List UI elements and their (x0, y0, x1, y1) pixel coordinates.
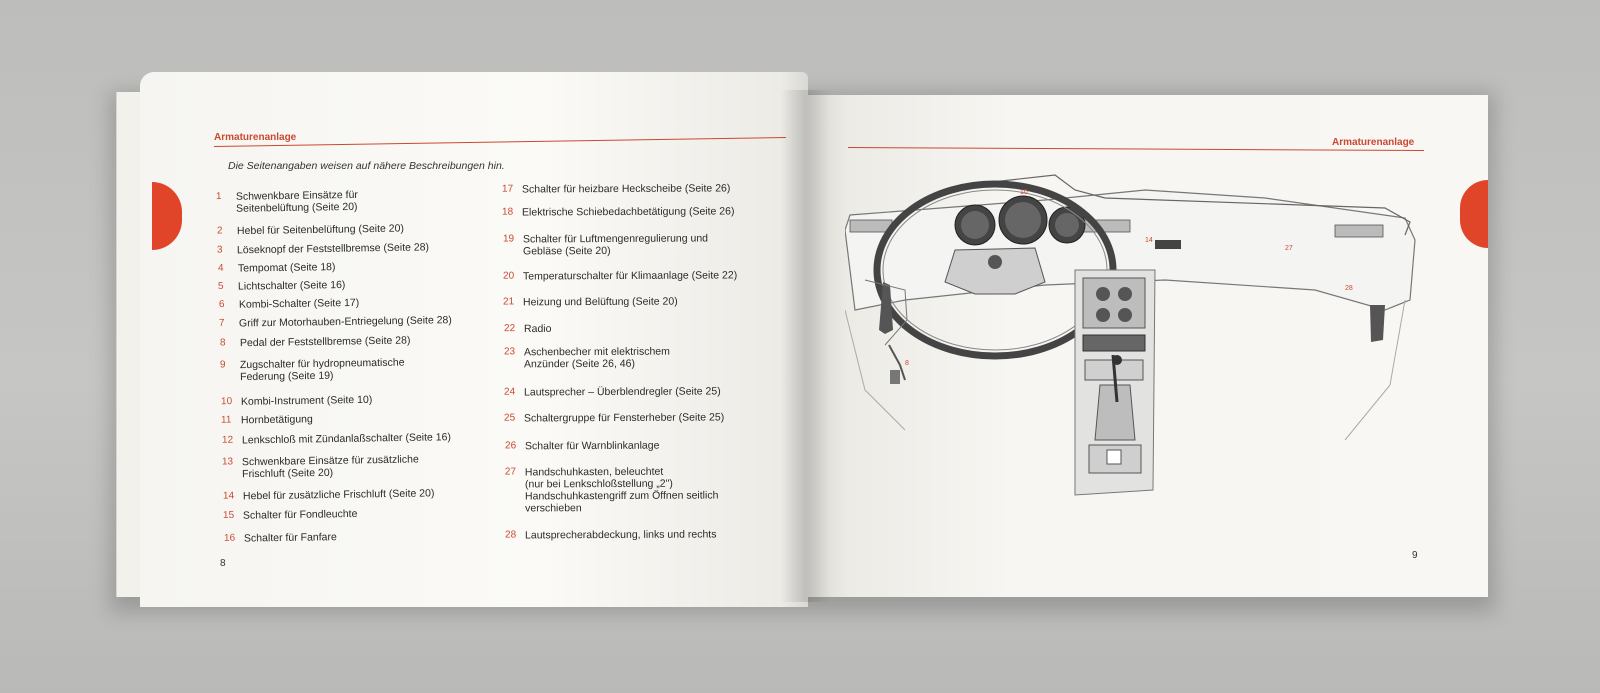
intro-text: Die Seitenangaben weisen auf nähere Besc… (228, 160, 505, 172)
legend-item: 24 Lautsprecher – Überblendregler (Seite … (504, 385, 721, 398)
legend-item: 22 Radio (503, 323, 550, 335)
legend-text: Schalter für Luftmengenregulierung und G… (522, 232, 708, 258)
legend-text: Kombi-Instrument (Seite 10) (240, 393, 372, 408)
legend-item: 6 Kombi-Schalter (Seite 17) (218, 297, 358, 311)
legend-item: 4 Tempomat (Seite 18) (217, 261, 335, 275)
red-tab-right (1460, 180, 1488, 248)
legend-text: Handschuhkasten, beleuchtet (nur bei Len… (524, 465, 719, 515)
legend-number: 13 (221, 456, 234, 468)
legend-number: 28 (505, 529, 517, 541)
legend-item: 5 Lichtschalter (Seite 16) (218, 279, 346, 293)
svg-text:28: 28 (1345, 285, 1353, 292)
legend-number: 19 (502, 233, 514, 245)
legend-number: 14 (222, 490, 234, 502)
svg-text:14: 14 (1145, 237, 1153, 244)
left-header: Armaturenanlage (214, 132, 297, 143)
legend-text: Tempomat (Seite 18) (237, 261, 336, 275)
legend-number: 6 (218, 299, 225, 311)
legend-item: 23 Aschenbecher mit elektrischem Anzünder… (504, 346, 670, 371)
svg-text:10: 10 (1020, 189, 1028, 196)
legend-text: Temperaturschalter für Klimaanlage (Seit… (522, 269, 738, 283)
svg-text:8: 8 (905, 360, 909, 367)
legend-text: Elektrische Schiebedachbetätigung (Seite… (522, 205, 735, 219)
legend-text: Schwenkbare Einsätze für Seitenbelüftung… (235, 188, 358, 215)
legend-item: 21 Heizung und Belüftung (Seite 20) (503, 296, 678, 309)
legend-item: 13 Schwenkbare Einsätze für zusätzliche F… (222, 453, 419, 480)
legend-item: 18 Elektrische Schiebedachbetätigung (Sei… (502, 205, 735, 218)
left-page (140, 72, 808, 607)
legend-item: 15 Schalter für Fondleuchte (223, 508, 358, 522)
page-number-right: 9 (1412, 550, 1418, 561)
legend-number: 20 (502, 270, 515, 282)
legend-number: 12 (221, 434, 233, 446)
svg-text:27: 27 (1285, 245, 1293, 252)
legend-text: Schalter für Fondleuchte (242, 507, 358, 522)
legend-item: 20 Temperaturschalter für Klimaanlage (Se… (503, 269, 737, 282)
legend-text: Heizung und Belüftung (Seite 20) (523, 295, 678, 309)
book-gutter (780, 90, 830, 602)
legend-number: 22 (503, 323, 515, 335)
legend-number: 8 (219, 337, 226, 349)
legend-text: Lichtschalter (Seite 16) (237, 279, 346, 293)
legend-text: Schwenkbare Einsätze für zusätzliche Fri… (241, 453, 419, 481)
legend-item: 11 Hornbetätigung (221, 413, 313, 426)
legend-number: 7 (218, 317, 225, 329)
legend-item: 17 Schalter für heizbare Heckscheibe (Sei… (502, 182, 730, 195)
legend-text: Schalter für Warnblinkanlage (524, 439, 660, 453)
legend-item: 27 Handschuhkasten, beleuchtet (nur bei L… (504, 465, 719, 515)
legend-number: 18 (502, 206, 514, 218)
legend-text: Schalter für heizbare Heckscheibe (Seite… (521, 182, 731, 196)
legend-number: 2 (216, 225, 223, 237)
legend-text: Lautsprecherabdeckung, links und rechts (525, 528, 717, 542)
legend-text: Schaltergruppe für Fensterheber (Seite 2… (524, 411, 725, 425)
legend-item: 1 Schwenkbare Einsätze für Seitenbelüftun… (216, 189, 358, 215)
legend-number: 24 (504, 386, 516, 398)
legend-number: 21 (503, 296, 515, 308)
legend-number: 23 (503, 346, 515, 358)
legend-item: 10 Kombi-Instrument (Seite 10) (220, 394, 371, 408)
legend-text: Kombi-Schalter (Seite 17) (238, 296, 359, 311)
legend-item: 25 Schaltergruppe für Fensterheber (Seite… (504, 411, 724, 424)
legend-text: Schalter für Fanfare (243, 531, 337, 545)
legend-number: 1 (215, 191, 222, 203)
legend-text: Lautsprecher – Überblendregler (Seite 25… (524, 385, 721, 399)
legend-number: 27 (504, 466, 517, 478)
legend-text: Zugschalter für hydropneumatische Federu… (239, 356, 405, 384)
legend-item: 19 Schalter für Luftmengenregulierung und… (503, 232, 708, 257)
legend-text: Radio (523, 322, 551, 336)
legend-item: 16 Schalter für Fanfare (223, 531, 336, 545)
legend-item: 9 Zugschalter für hydropneumatische Feder… (220, 357, 405, 384)
legend-item: 26 Schalter für Warnblinkanlage (505, 440, 659, 453)
dashboard-diagram: 14 27 10 8 28 (845, 174, 1416, 496)
legend-text: Hornbetätigung (240, 413, 313, 427)
legend-number: 26 (504, 440, 516, 452)
legend-number: 9 (219, 359, 226, 371)
legend-number: 10 (220, 396, 232, 408)
legend-number: 4 (217, 262, 224, 274)
legend-number: 5 (217, 280, 224, 292)
legend-number: 25 (504, 412, 516, 424)
legend-number: 16 (223, 532, 235, 544)
legend-number: 3 (216, 244, 223, 256)
legend-number: 11 (220, 414, 232, 426)
legend-text: Aschenbecher mit elektrischem Anzünder (… (523, 345, 670, 371)
legend-number: 17 (501, 183, 514, 195)
right-header: Armaturenanlage (1332, 137, 1415, 148)
legend-item: 28 Lautsprecherabdeckung, links und recht… (505, 528, 717, 541)
legend-number: 15 (222, 509, 235, 522)
page-number-left: 8 (220, 558, 226, 569)
